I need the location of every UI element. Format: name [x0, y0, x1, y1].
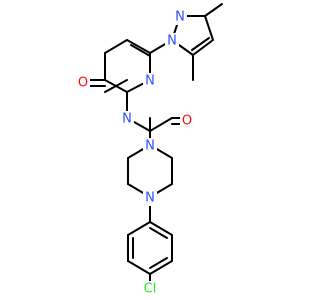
bond [149, 227, 168, 239]
bond [130, 44, 151, 57]
atom-label: Cl [144, 282, 157, 297]
atom-cl: Cl [141, 281, 160, 297]
atom-labels: O N N N N O N N [76, 9, 194, 297]
bond [127, 221, 151, 236]
atom-label: O [182, 114, 192, 129]
bond [204, 15, 214, 41]
atom-label: N [122, 112, 132, 127]
atom-label: N [175, 10, 185, 25]
bond [149, 221, 173, 236]
atom-label: N [145, 191, 155, 206]
bond [149, 260, 173, 275]
atom-n4: N [173, 9, 187, 25]
atom-label: N [145, 139, 155, 154]
bond [149, 257, 168, 269]
atom-label: O [78, 76, 88, 91]
bond [149, 117, 173, 132]
bond [204, 3, 223, 17]
atom-n6: N [143, 190, 157, 206]
atom-n2: N [143, 73, 157, 89]
molecule-canvas: O N N N N O N N [76, 3, 223, 297]
bond [104, 39, 128, 54]
atom-n1: N [120, 111, 134, 127]
atom-o2: O [180, 113, 194, 129]
bond [126, 39, 151, 54]
atom-n3: N [165, 33, 179, 49]
molecule-structure: O N N N N O N N [76, 3, 223, 297]
atom-n5: N [143, 138, 157, 154]
bond [191, 37, 210, 51]
atom-label: N [145, 74, 155, 89]
bond [104, 79, 128, 93]
bond [192, 39, 214, 56]
atom-label: N [167, 34, 177, 49]
atom-o1: O [76, 75, 90, 91]
bond [127, 260, 151, 275]
